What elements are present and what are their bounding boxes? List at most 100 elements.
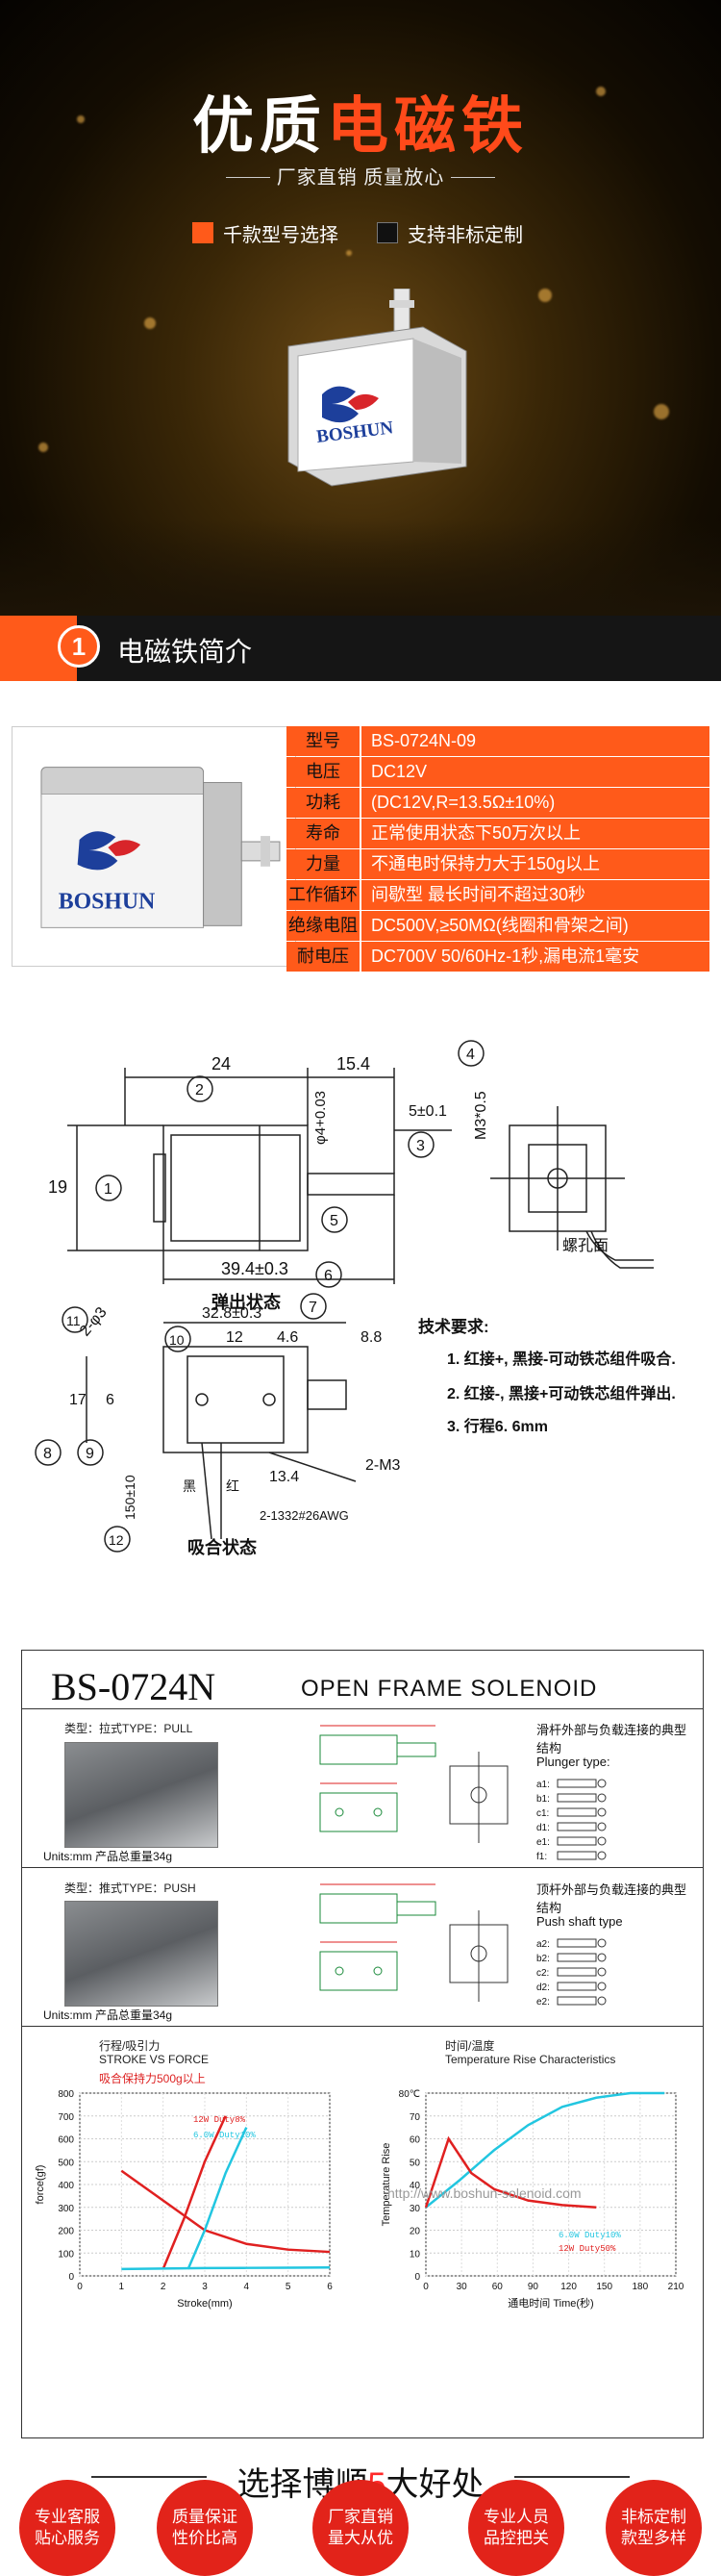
- brand-logo-text: BOSHUN: [59, 889, 156, 914]
- svg-text:9: 9: [86, 1446, 94, 1462]
- hero-subtitle: 厂家直销 质量放心: [276, 167, 445, 189]
- divider: [514, 2476, 630, 2478]
- series-line: [186, 2127, 248, 2270]
- svg-text:3: 3: [416, 1138, 425, 1154]
- type-item-shape: [557, 1807, 597, 1817]
- type-item-label: f1:: [536, 1852, 547, 1862]
- push-type-list: a2:b2:c2:d2:e2:: [536, 1938, 607, 2008]
- y-tick-label: 600: [58, 2135, 74, 2146]
- y-tick-label: 800: [58, 2089, 74, 2100]
- datasheet-panel: BS-0724N OPEN FRAME SOLENOID 类型：拉式TYPE：P…: [21, 1650, 704, 2438]
- y-tick-label: 60: [410, 2135, 421, 2146]
- orange-square-icon: [192, 222, 213, 243]
- x-tick-label: 3: [202, 2282, 208, 2292]
- dim-24: 24: [211, 1054, 231, 1073]
- legend-label: 12W Duty8%: [193, 2115, 246, 2125]
- x-tick-label: 4: [244, 2282, 250, 2292]
- push-units: Units:mm 产品总重量34g: [43, 2008, 173, 2022]
- type-item-end: [597, 1793, 607, 1803]
- spec-row: 寿命正常使用状态下50万次以上: [286, 819, 709, 848]
- dim-32-8: 32.8±0.3: [202, 1305, 261, 1322]
- callout-5: 5: [321, 1206, 348, 1233]
- wire-black-label: 黑: [183, 1478, 196, 1494]
- spec-key: 耐电压: [286, 942, 360, 972]
- x-tick-label: 90: [528, 2282, 539, 2292]
- spec-value: DC700V 50/60Hz-1秒,漏电流1毫安: [361, 942, 709, 972]
- bokeh-light: [346, 250, 352, 256]
- y-tick-label: 0: [68, 2272, 74, 2283]
- x-tick-label: 180: [633, 2282, 649, 2292]
- divider: [451, 177, 495, 178]
- callout-12: 12: [104, 1526, 131, 1553]
- series-line: [162, 2115, 227, 2270]
- type-item-label: c2:: [536, 1968, 549, 1979]
- push-en: Push shaft type: [536, 1914, 623, 1929]
- dim-5: 5±0.1: [409, 1103, 447, 1120]
- legend-label: 6.0W Duty10%: [559, 2231, 621, 2240]
- series-line: [424, 2135, 597, 2209]
- technical-drawing: 24 15.4 φ4+0.03 5±0.1 M3*0.5 19 39.4±0.3…: [35, 1040, 676, 1557]
- callout-6: 6: [315, 1261, 342, 1288]
- benefit-line-2: 品控把关: [484, 2529, 549, 2547]
- pull-side-sketch: [449, 1752, 509, 1843]
- temp-title-en: Temperature Rise Characteristics: [445, 2053, 616, 2066]
- divider: [22, 2026, 703, 2027]
- y-tick-label: 500: [58, 2158, 74, 2168]
- benefit-line-1: 专业客服: [35, 2508, 100, 2526]
- x-tick-label: 60: [492, 2282, 504, 2292]
- y-tick-label: 50: [410, 2158, 421, 2168]
- type-item-label: d2:: [536, 1983, 550, 1993]
- pull-units: Units:mm 产品总重量34g: [43, 1850, 173, 1863]
- x-tick-label: 6: [327, 2282, 333, 2292]
- y-tick-label: 200: [58, 2227, 74, 2237]
- section-title: 电磁铁简介: [117, 637, 253, 667]
- push-side-sketch: [449, 1910, 509, 2002]
- callout-1: 1: [95, 1174, 122, 1201]
- datasheet-model: BS-0724N: [51, 1665, 216, 1708]
- feature-badge-custom: 支持非标定制: [377, 219, 523, 246]
- spec-key: 工作循环: [286, 880, 360, 910]
- benefit-line-2: 性价比高: [172, 2529, 237, 2547]
- callout-8: 8: [35, 1439, 62, 1466]
- type-item-end: [597, 1836, 607, 1846]
- bokeh-light: [77, 115, 85, 123]
- benefit-circle: 厂家直销量大从优: [312, 2480, 409, 2576]
- type-item-label: e2:: [536, 1997, 550, 2008]
- type-item-shape: [557, 1836, 597, 1846]
- hero-subtitle-wrap: 厂家直销 质量放心: [226, 162, 495, 194]
- temp-title-cn: 时间/温度: [445, 2039, 495, 2053]
- x-tick-label: 210: [668, 2282, 684, 2292]
- y-tick-label: 70: [410, 2112, 421, 2123]
- callout-11: 11: [62, 1306, 88, 1333]
- pull-dimension-sketch: [319, 1725, 436, 1832]
- pull-solenoid-photo: [64, 1742, 218, 1848]
- benefit-circle: 非标定制款型多样: [606, 2480, 702, 2576]
- benefit-line-2: 款型多样: [621, 2529, 686, 2547]
- y-tick-label: 400: [58, 2181, 74, 2191]
- force-title-en: STROKE VS FORCE: [99, 2053, 210, 2066]
- spec-key: 寿命: [286, 819, 360, 848]
- bokeh-light: [538, 289, 552, 302]
- push-dimension-sketch: [319, 1883, 436, 1991]
- dim-150: 150±10: [122, 1475, 137, 1520]
- x-axis-label: Stroke(mm): [177, 2298, 232, 2310]
- dim-39-4: 39.4±0.3: [221, 1259, 288, 1278]
- label-open-state: 弹出状态: [211, 1292, 281, 1312]
- screw-face-label: 螺孔面: [562, 1237, 609, 1254]
- spec-value: 正常使用状态下50万次以上: [361, 819, 709, 848]
- plunger-desc: 滑杆外部与负载连接的典型结构: [536, 1723, 687, 1755]
- dim-phi4: φ4+0.03: [312, 1091, 329, 1145]
- x-tick-label: 0: [77, 2282, 83, 2292]
- push-desc: 顶杆外部与负载连接的典型结构: [536, 1882, 687, 1915]
- legend-label: 12W Duty50%: [559, 2244, 616, 2254]
- type-item-shape: [557, 1779, 597, 1788]
- dim-15-4: 15.4: [336, 1054, 370, 1073]
- push-solenoid-photo: [64, 1901, 218, 2007]
- hero-title-part-2: 电磁铁: [327, 91, 529, 161]
- benefit-line-1: 非标定制: [621, 2508, 686, 2526]
- y-axis-label: force(gf): [35, 2165, 46, 2205]
- plunger-en: Plunger type:: [536, 1755, 610, 1769]
